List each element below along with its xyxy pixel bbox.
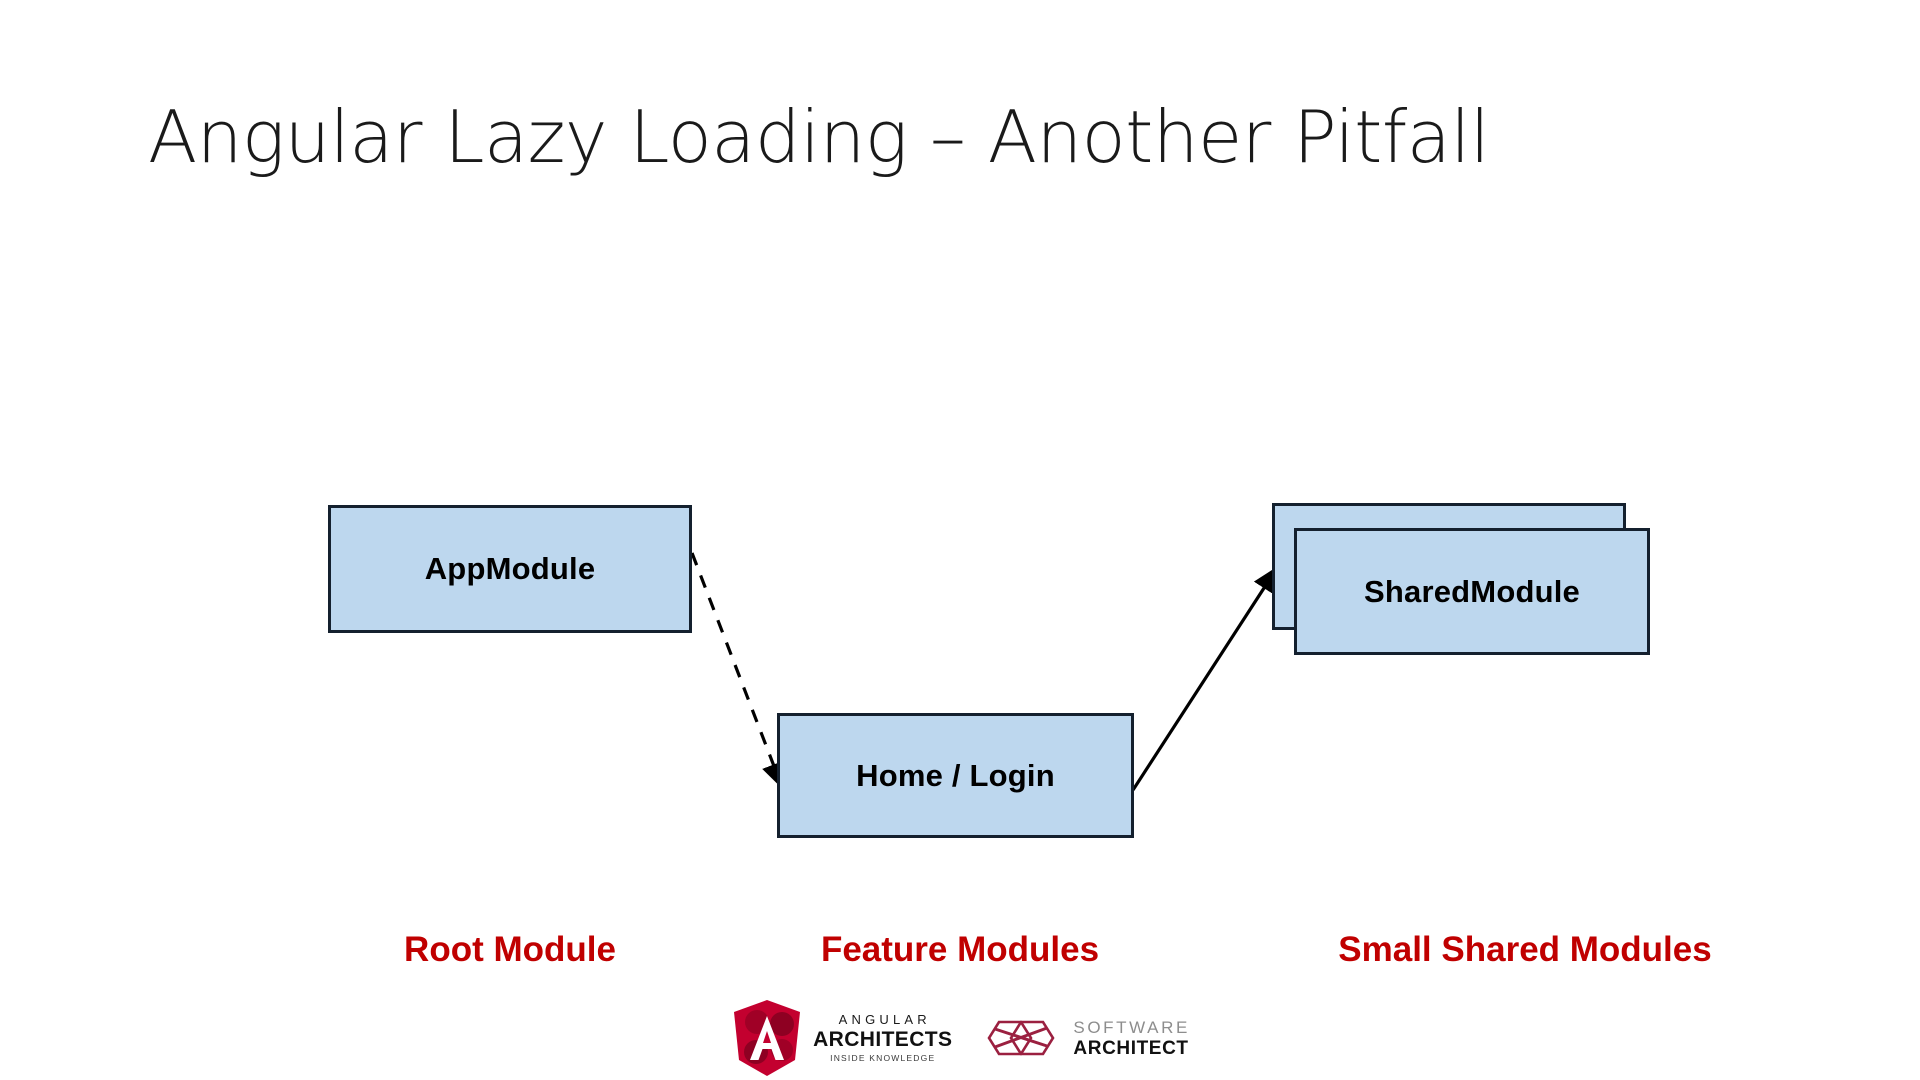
diagram-node-shared-module-front[interactable]: SharedModule <box>1294 528 1650 655</box>
edge-app-to-home <box>690 552 785 790</box>
footer-logo-row: ANGULAR ARCHITECTS INSIDE KNOWLEDGE SOFT… <box>0 996 1920 1080</box>
angular-architects-sub-line: INSIDE KNOWLEDGE <box>830 1053 936 1064</box>
angular-architects-logo: ANGULAR ARCHITECTS INSIDE KNOWLEDGE <box>730 998 952 1078</box>
node-label: SharedModule <box>1364 573 1580 609</box>
angular-shield-icon <box>734 1000 801 1076</box>
page-title: Angular Lazy Loading – Another Pitfall <box>148 95 1490 179</box>
angular-architects-top-line: ANGULAR <box>838 1012 931 1028</box>
node-label: AppModule <box>424 551 596 586</box>
caption-feature-modules: Feature Modules <box>820 930 1100 969</box>
node-label: Home / Login <box>856 757 1055 793</box>
angular-architects-main-line: ARCHITECTS <box>813 1028 953 1052</box>
edge-home-to-shared <box>1131 565 1279 791</box>
caption-shared-modules: Small Shared Modules <box>1338 930 1712 969</box>
diagram-node-app-module[interactable]: AppModule <box>328 505 692 633</box>
software-architect-logo: SOFTWARE ARCHITECT <box>978 1016 1190 1060</box>
angular-architects-wordmark: ANGULAR ARCHITECTS INSIDE KNOWLEDGE <box>813 1013 952 1063</box>
diagram-node-home-login[interactable]: Home / Login <box>777 713 1134 838</box>
infinity-hexagon-icon <box>987 1020 1055 1056</box>
software-architect-main-line: ARCHITECT <box>1073 1037 1189 1059</box>
software-architect-wordmark: SOFTWARE ARCHITECT <box>1073 1019 1190 1058</box>
software-architect-top-line: SOFTWARE <box>1073 1017 1190 1037</box>
caption-root-module: Root Module <box>404 930 616 969</box>
